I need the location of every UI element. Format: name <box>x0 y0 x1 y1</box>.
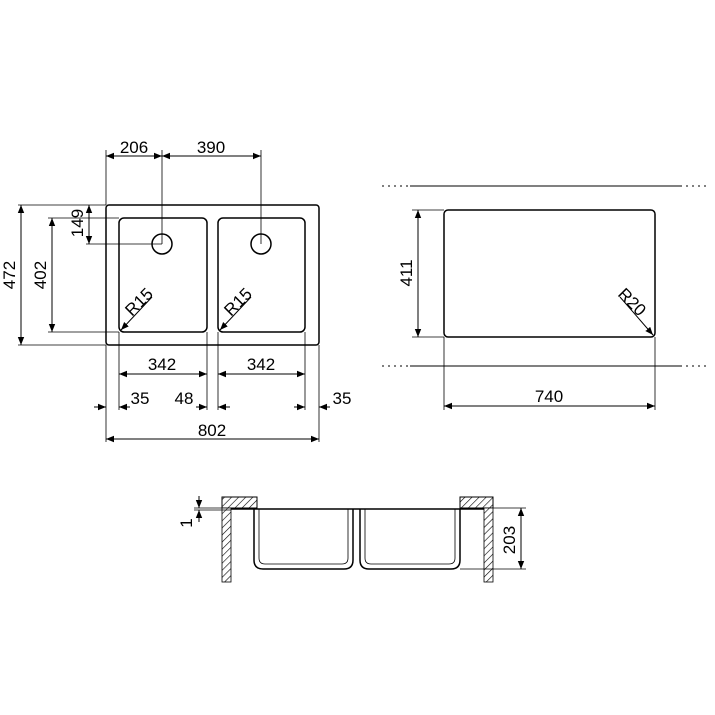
cutout-labels: 411 R20 740 <box>397 259 650 406</box>
cutout-view <box>382 185 708 410</box>
radius-right-leader <box>219 296 252 331</box>
dim-203-label: 203 <box>500 526 519 554</box>
dim-342-right-label: 342 <box>247 355 275 374</box>
dim-390-label: 390 <box>197 138 225 157</box>
left-bowl-profile <box>253 509 354 570</box>
dim-472-label: 472 <box>0 261 19 289</box>
right-bowl-profile <box>359 509 461 570</box>
radius-right-label: R15 <box>220 284 255 319</box>
plan-view <box>17 150 330 443</box>
left-basin <box>118 217 208 333</box>
dim-35-right-label: 35 <box>333 389 352 408</box>
dim-1-label: 1 <box>177 518 196 527</box>
dim-740-label: 740 <box>535 387 563 406</box>
cabinet-left-panel <box>221 507 232 583</box>
worktop-left-section <box>221 496 258 509</box>
worktop-right-section <box>459 496 494 509</box>
section-view <box>194 496 526 583</box>
right-basin <box>217 217 306 333</box>
dim-402-label: 402 <box>31 261 50 289</box>
radius-r20-label: R20 <box>614 284 649 319</box>
radius-r20-leader <box>619 296 654 336</box>
plan-labels: 206 390 472 402 149 R15 R15 342 342 35 4… <box>0 138 351 440</box>
dim-342-left-label: 342 <box>148 355 176 374</box>
cutout-outline <box>443 209 656 338</box>
section-labels: 1 203 <box>177 518 519 554</box>
sink-outline <box>105 204 320 346</box>
radius-left-leader <box>120 296 153 331</box>
dim-149-label: 149 <box>68 209 87 237</box>
dim-48-label: 48 <box>175 389 194 408</box>
dim-802-label: 802 <box>198 421 226 440</box>
dim-411-label: 411 <box>397 259 416 286</box>
dim-35-left-label: 35 <box>131 389 150 408</box>
radius-left-label: R15 <box>121 284 156 319</box>
cabinet-right-panel <box>483 507 494 583</box>
dim-206-label: 206 <box>120 138 148 157</box>
plan-extension-lines <box>18 150 320 442</box>
